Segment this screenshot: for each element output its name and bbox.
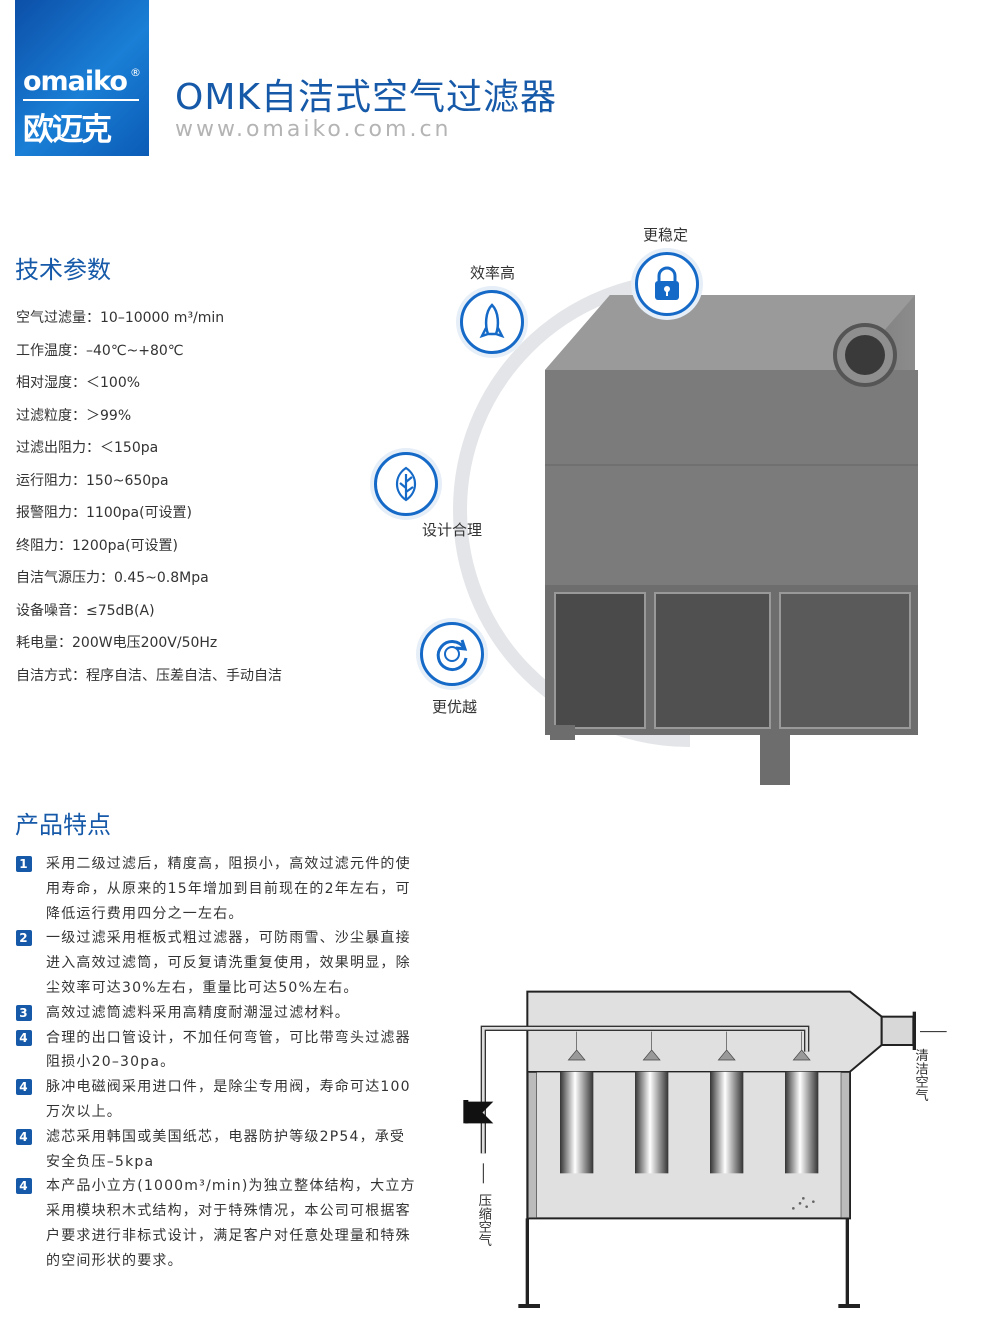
feature-item: 4 合理的出口管设计，不加任何弯管，可比带弯头过滤器阻损小20–30pa。 — [16, 1026, 416, 1076]
feature-text: 本产品小立方(1000m³/min)为独立整体结构，大立方采用模块积木式结构，对… — [46, 1178, 416, 1269]
logo-divider — [23, 99, 139, 101]
spec-item: 过滤出阻力：＜150pa — [16, 440, 159, 456]
feature-text: 滤芯采用韩国或美国纸芯，电器防护等级2P54，承受安全负压–5kpa — [46, 1128, 406, 1170]
feature-item: 2 一级过滤采用框板式粗过滤器，可防雨雪、沙尘暴直接进入高效过滤筒，可反复请洗重复… — [16, 926, 416, 1000]
compressed-air-label: 压缩空气 — [476, 1193, 492, 1247]
spec-item: 耗电量：200W电压200V/50Hz — [16, 635, 218, 651]
spec-item: 相对湿度：＜100% — [16, 375, 141, 391]
filter-schematic-diagram: 清洁空气 压缩空气 — [463, 990, 947, 1308]
features-heading: 产品特点 — [15, 811, 111, 839]
spec-item: 终阻力：1200pa(可设置) — [16, 537, 179, 554]
feature-number: 4 — [16, 1178, 32, 1195]
spec-item: 自洁气源压力：0.45~0.8Mpa — [16, 570, 209, 586]
cycle-icon — [420, 622, 484, 686]
clean-air-label: 清洁空气 — [913, 1048, 929, 1102]
specs-heading: 技术参数 — [15, 256, 111, 284]
logo-en: omaiko — [23, 66, 128, 97]
spec-item: 报警阻力：1100pa(可设置) — [16, 505, 193, 521]
feature-number: 1 — [16, 856, 32, 872]
spec-item: 设备噪音：≤75dB(A) — [16, 602, 155, 619]
feature-text: 脉冲电磁阀采用进口件，是除尘专用阀，寿命可达100万次以上。 — [46, 1079, 411, 1120]
leaf-icon — [374, 452, 438, 516]
brand-logo: omaiko ® 欧迈克 — [15, 0, 149, 156]
features-list: 1 采用二级过滤后，精度高，阻损小，高效过滤元件的使用寿命，从原来的15年增加到目… — [16, 852, 416, 1274]
feature-number: 4 — [16, 1029, 32, 1046]
feature-number: 4 — [16, 1128, 32, 1145]
page-title: OMK自洁式空气过滤器 — [175, 77, 558, 118]
label-design: 设计合理 — [422, 521, 483, 539]
spec-item: 空气过滤量：10–10000 m³/min — [16, 310, 225, 326]
label-efficiency: 效率高 — [470, 264, 516, 282]
feature-text: 高效过滤筒滤料采用高精度耐潮湿过滤材料。 — [46, 1004, 350, 1021]
feature-item: 3 高效过滤筒滤料采用高精度耐潮湿过滤材料。 — [16, 1001, 416, 1026]
feature-item: 1 采用二级过滤后，精度高，阻损小，高效过滤元件的使用寿命，从原来的15年增加到目… — [16, 852, 416, 926]
spec-item: 自洁方式：程序自洁、压差自洁、手动自洁 — [16, 667, 282, 684]
filter-machine-image — [545, 295, 918, 785]
feature-item: 4 本产品小立方(1000m³/min)为独立整体结构，大立方采用模块积木式结构，… — [16, 1174, 416, 1273]
website-url: www.omaiko.com.cn — [175, 117, 452, 142]
feature-number: 3 — [16, 1004, 32, 1021]
specs-list: 空气过滤量：10–10000 m³/min 工作温度：–40℃~+80℃ 相对湿… — [16, 302, 282, 692]
rocket-icon — [460, 290, 524, 354]
feature-number: 4 — [16, 1079, 32, 1096]
logo-cn: 欧迈克 — [23, 112, 112, 148]
feature-number: 2 — [16, 930, 32, 947]
spec-item: 工作温度：–40℃~+80℃ — [16, 342, 184, 359]
feature-text: 合理的出口管设计，不加任何弯管，可比带弯头过滤器阻损小20–30pa。 — [46, 1029, 411, 1071]
spec-item: 过滤粒度：＞99% — [16, 407, 132, 424]
lock-icon — [635, 252, 699, 316]
feature-item: 4 滤芯采用韩国或美国纸芯，电器防护等级2P54，承受安全负压–5kpa — [16, 1125, 416, 1175]
logo-reg: ® — [130, 66, 141, 79]
feature-text: 采用二级过滤后，精度高，阻损小，高效过滤元件的使用寿命，从原来的15年增加到目前… — [46, 856, 411, 922]
feature-item: 4 脉冲电磁阀采用进口件，是除尘专用阀，寿命可达100万次以上。 — [16, 1075, 416, 1125]
feature-text: 一级过滤采用框板式粗过滤器，可防雨雪、沙尘暴直接进入高效过滤筒，可反复请洗重复使… — [46, 930, 411, 996]
label-stable: 更稳定 — [643, 226, 689, 244]
spec-item: 运行阻力：150~650pa — [16, 472, 169, 489]
label-superior: 更优越 — [432, 698, 478, 716]
